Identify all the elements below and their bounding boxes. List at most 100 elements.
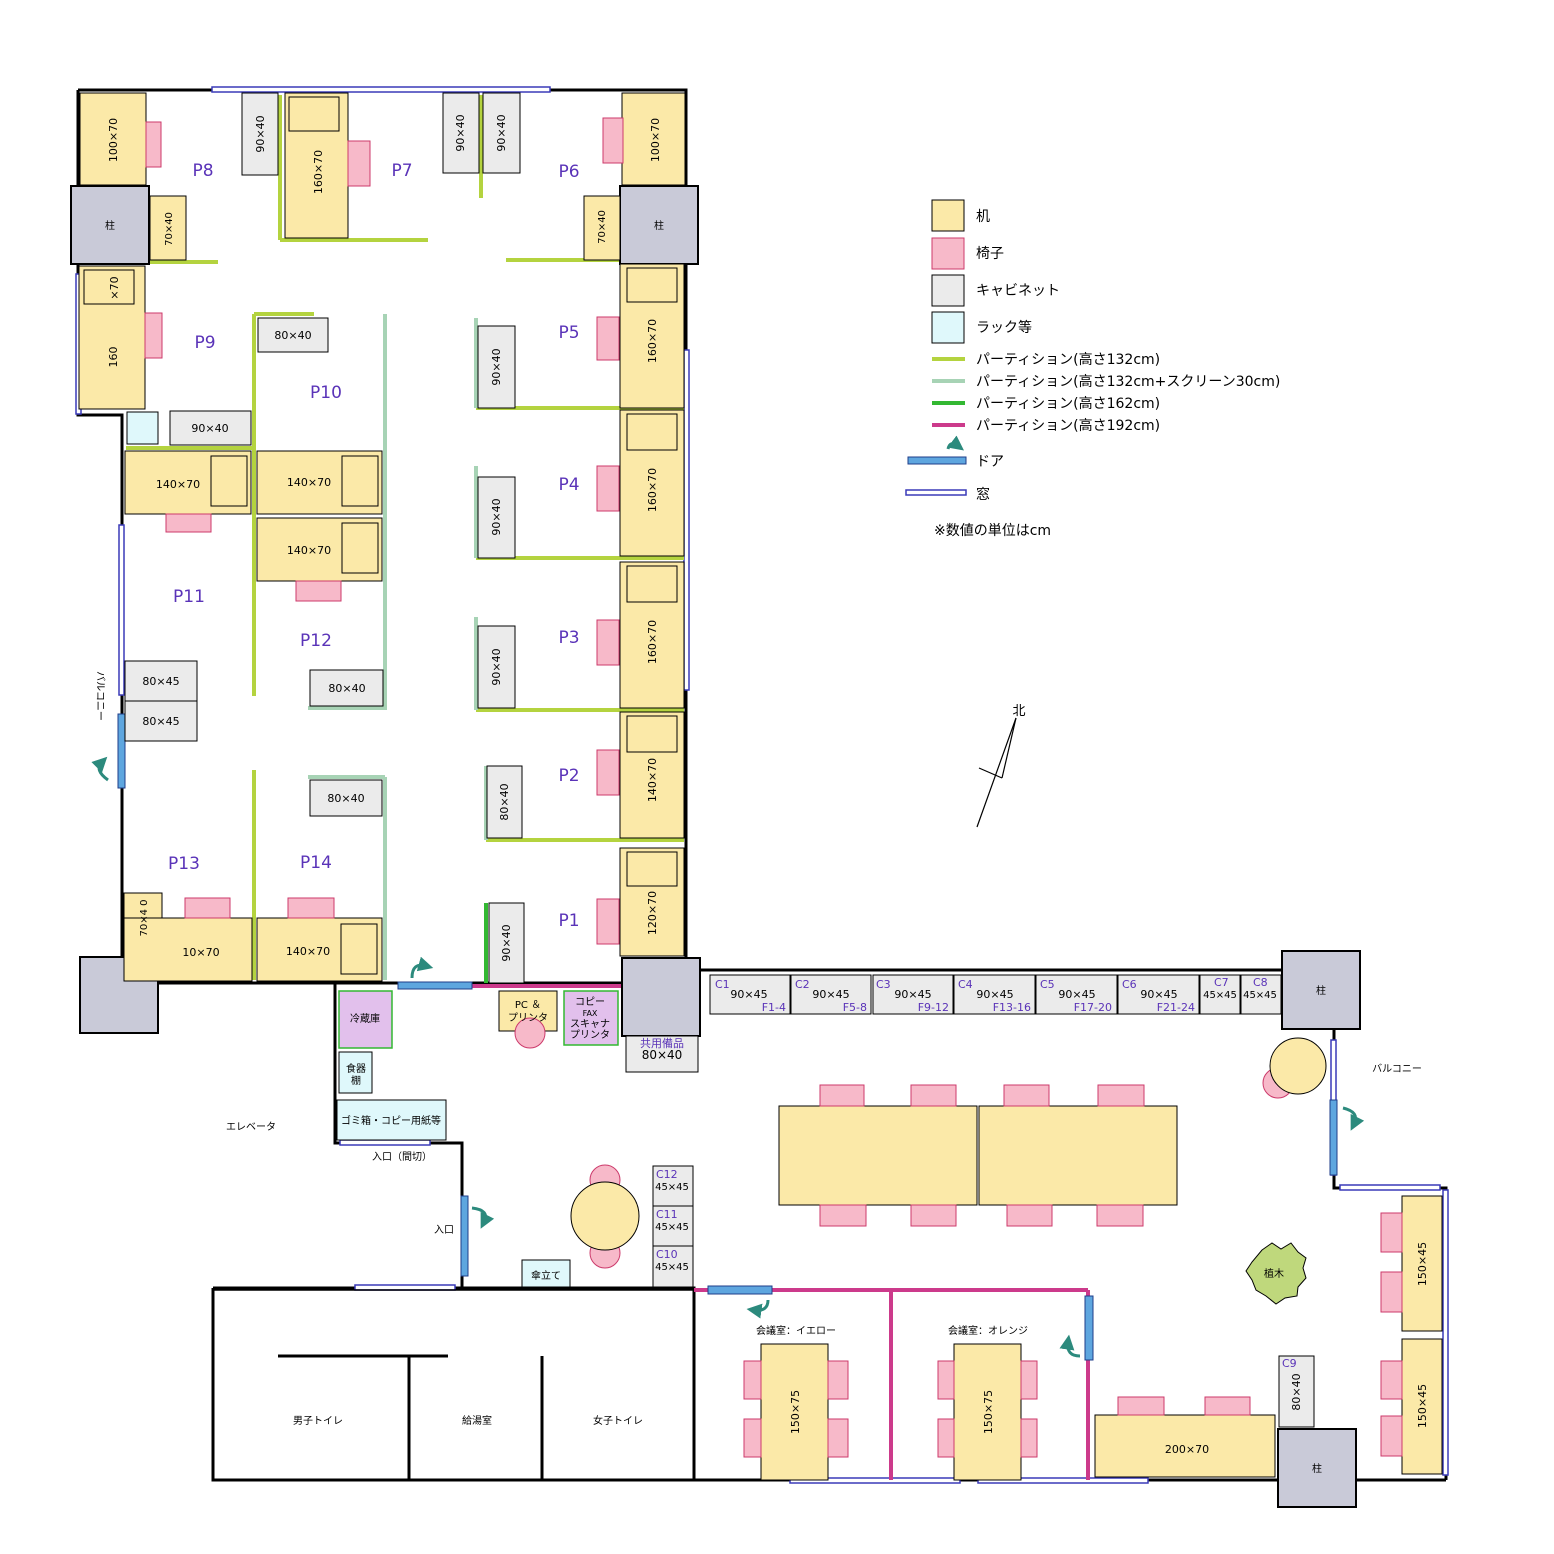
cabinet-code: C6: [1122, 978, 1137, 991]
desk-label: 150×75: [982, 1390, 995, 1434]
chair: [1380, 1271, 1403, 1313]
file-range: F21-24: [1157, 1001, 1195, 1014]
legend-p132s-label: パーティション(高さ132cm+スクリーン30cm): [976, 373, 1280, 390]
chair: [1097, 1084, 1145, 1107]
cabinet: [1199, 974, 1241, 1015]
door-swing-arrow: [746, 1299, 770, 1319]
chair: [1096, 1204, 1144, 1227]
file-range: F9-12: [918, 1001, 949, 1014]
legend-unit-note: ※数値の単位はcm: [934, 523, 1051, 539]
cabinet: [488, 902, 525, 984]
door[interactable]: [397, 981, 473, 990]
cabinet: [477, 325, 516, 409]
legend-p192-label: パーティション(高さ192cm): [976, 417, 1160, 434]
cabinet-code: C8: [1253, 976, 1268, 989]
cabinet: [652, 1165, 694, 1207]
cabinet: [477, 476, 516, 559]
room-label-p14: P14: [300, 853, 332, 873]
desk: [79, 92, 147, 186]
pc-printer-label-2: プリンタ: [508, 1012, 548, 1024]
copier: [563, 990, 619, 1046]
room-label-p11: P11: [173, 587, 205, 607]
chair: [1020, 1360, 1038, 1400]
door[interactable]: [707, 1285, 773, 1295]
cabinet-label: 90×40: [495, 114, 508, 151]
desk: [288, 96, 340, 132]
cabinet-code: C2: [795, 978, 810, 991]
legend-desk-label: 机: [976, 209, 990, 225]
desk-label: 160: [107, 347, 120, 368]
desk: [621, 92, 686, 186]
legend-rack-label: ラック等: [976, 319, 1032, 336]
desk: [760, 1343, 829, 1481]
cabinet-size: 90×45: [894, 988, 931, 1001]
cabinet-size: 90×45: [730, 988, 767, 1001]
pillar: [70, 185, 150, 265]
chair: [1117, 1396, 1165, 1416]
racks: [126, 411, 571, 1288]
chair: [165, 513, 212, 533]
door[interactable]: [460, 1195, 469, 1277]
meeting-table: [978, 1105, 1178, 1206]
chair: [827, 1360, 849, 1400]
desk-label: 150×45: [1416, 1384, 1429, 1428]
walls: [76, 88, 1448, 1482]
door[interactable]: [1329, 1099, 1338, 1176]
north-arrow-icon: [976, 717, 1017, 828]
pillar-label: 柱: [1316, 984, 1326, 997]
shared-supplies-label: 共用備品: [640, 1037, 684, 1050]
cabinet: [241, 92, 279, 176]
meeting-room-yellow-label: 会議室：イエロー: [756, 1324, 836, 1337]
pc-printer-label: PC ＆: [515, 1000, 541, 1011]
kitchenette-label: 給湯室: [462, 1414, 492, 1427]
desk-label: 140×70: [287, 544, 331, 557]
cabinet-code: C1: [715, 978, 730, 991]
desks: [78, 92, 1443, 1481]
chair: [1380, 1415, 1403, 1457]
chair: [596, 316, 620, 361]
entrance-partition-label: 入口（間切）: [372, 1151, 432, 1163]
desk: [83, 269, 135, 305]
cabinet: [709, 974, 791, 1015]
plant-label: 植木: [1264, 1267, 1284, 1280]
desk: [210, 455, 248, 507]
cabinet-label: 90×40: [500, 924, 513, 961]
cabinet-label: 90×40: [490, 348, 503, 385]
chair: [1003, 1084, 1050, 1107]
cabinet: [625, 1035, 699, 1073]
chair: [1380, 1212, 1403, 1253]
window: [339, 1139, 431, 1146]
chair: [514, 1017, 546, 1049]
cabinet-size: 45×45: [1243, 990, 1277, 1001]
copier-label-3: スキャナ: [570, 1018, 610, 1030]
cabinet: [790, 974, 872, 1015]
rack: [521, 1259, 571, 1288]
desk-label: 120×70: [646, 891, 659, 935]
door[interactable]: [117, 713, 126, 789]
room-label-p6: P6: [558, 162, 579, 182]
dish-shelf-label-2: 棚: [351, 1074, 361, 1087]
room-label-p12: P12: [300, 631, 332, 651]
desk-label: 100×70: [107, 118, 120, 162]
cabinet-code: C7: [1214, 976, 1229, 989]
chair: [937, 1418, 955, 1458]
legend: 机 椅子 キャビネット ラック等 パーティション(高さ132cm) パーティショ…: [905, 199, 1280, 539]
cabinet-label: 80×45: [142, 675, 179, 688]
cabinet-size: 90×45: [976, 988, 1013, 1001]
cabinet: [124, 660, 198, 702]
cabinet-label: 80×40: [1290, 1373, 1303, 1410]
cabinet-label: 90×40: [191, 422, 228, 435]
legend-door-label: ドア: [976, 454, 1004, 470]
file-range: F5-8: [843, 1001, 867, 1014]
desk-label: ×70: [108, 276, 121, 299]
cabinet-size: 90×45: [1140, 988, 1177, 1001]
desk-label: 10×70: [182, 946, 219, 959]
chair: [347, 140, 371, 187]
room-label-p5: P5: [558, 323, 579, 343]
door-swing-arrow: [91, 756, 109, 782]
fridge-label: 冷蔵庫: [350, 1012, 380, 1025]
cabinet-label: 80×40: [327, 792, 364, 805]
windows: [75, 86, 1449, 1484]
door-swing-arrow: [946, 435, 965, 451]
door[interactable]: [1084, 1295, 1094, 1361]
